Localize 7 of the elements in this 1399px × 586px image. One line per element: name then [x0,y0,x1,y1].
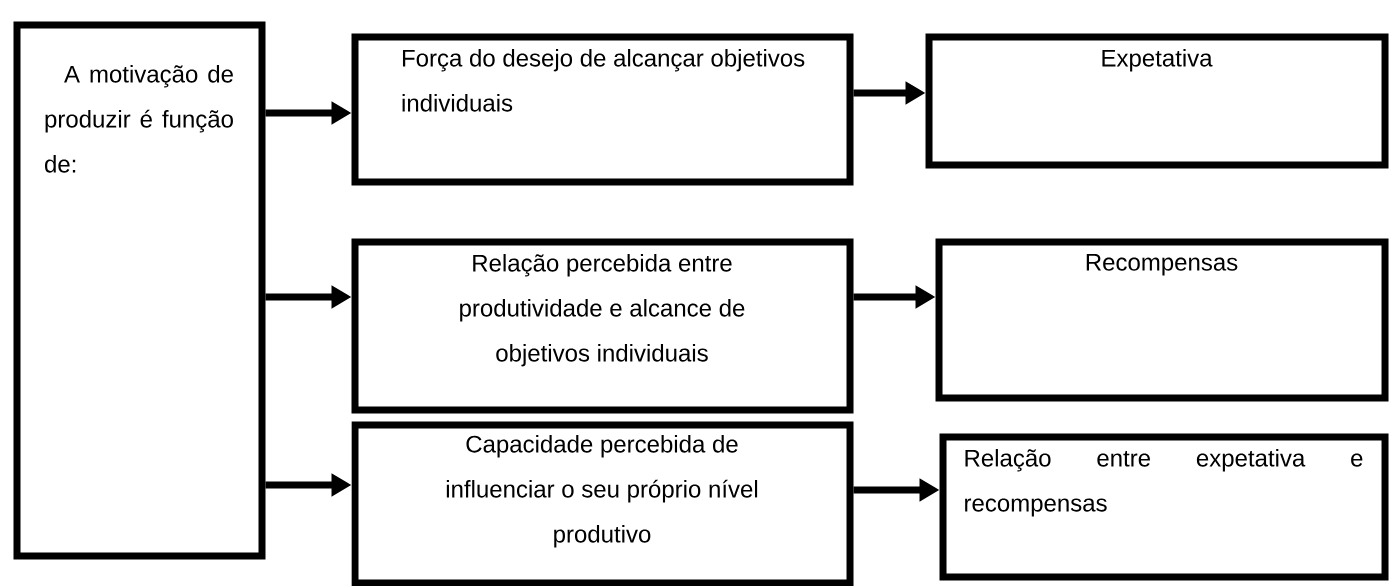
process-box: Expetativa [925,33,1389,169]
process-box: Recompensas [935,238,1389,402]
process-box: Relação entre expetativa e recompensas [939,433,1389,581]
process-box: Força do desejo de alcançar objetivos individuais [351,33,854,186]
process-box: Capacidade percebida de influenciar o seu próprio nível produtivo [351,421,854,586]
process-box: A motivação de produzir é função de: [13,21,266,560]
process-box: Relação percebida entre produtividade e alcance de objetivos individuais [351,238,854,414]
